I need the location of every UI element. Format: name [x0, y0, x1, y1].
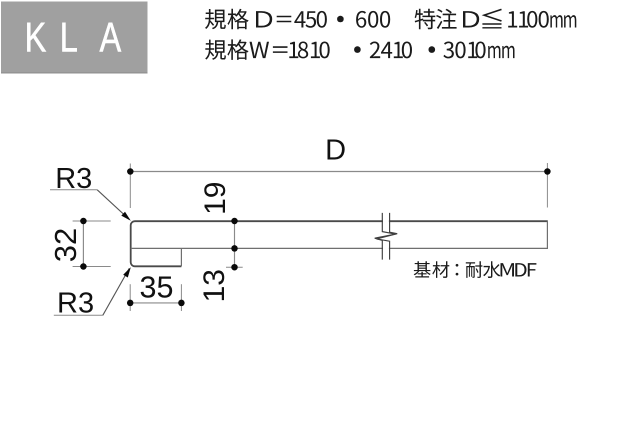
svg-text:K: K: [25, 14, 47, 61]
svg-text:R3: R3: [55, 163, 92, 195]
svg-text:19: 19: [199, 182, 232, 215]
svg-text:L: L: [60, 14, 78, 61]
svg-text:R3: R3: [57, 287, 94, 319]
svg-text:A: A: [100, 14, 122, 61]
svg-text:35: 35: [140, 271, 174, 305]
svg-text:D: D: [325, 134, 346, 166]
svg-text:32: 32: [48, 228, 83, 262]
svg-text:13: 13: [198, 269, 231, 302]
